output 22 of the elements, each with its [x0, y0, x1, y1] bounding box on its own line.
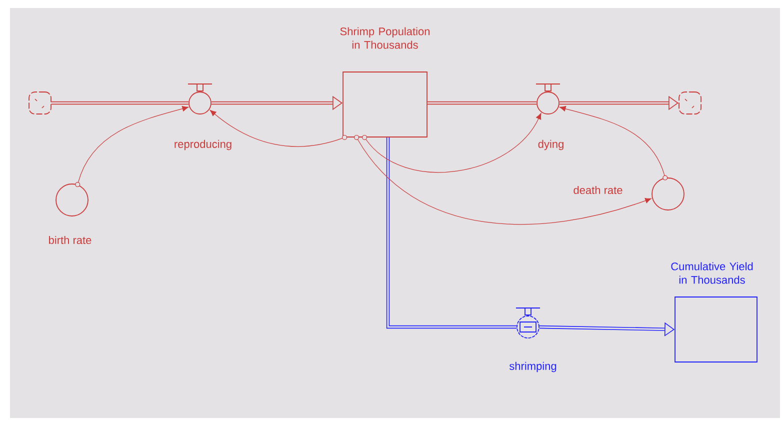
node-label: reproducing [174, 140, 232, 150]
connector-arrow [366, 113, 542, 173]
node-label: dying [538, 140, 564, 150]
connector-arrow [357, 139, 652, 224]
cloud-symbol [28, 92, 52, 114]
flow-valve: dying [536, 84, 564, 150]
stock-box: Shrimp Population in Thousands [340, 27, 430, 140]
connector-arrow [210, 110, 343, 147]
connector-arrow [78, 106, 188, 183]
stock-box: Cumulative Yield in Thousands [671, 262, 758, 362]
node-label: birth rate [49, 236, 92, 244]
flow-valve: shrimping [509, 308, 556, 372]
node-label: shrimping [509, 362, 556, 372]
node-label: Cumulative Yield in Thousands [671, 262, 753, 284]
node-label: Shrimp Population in Thousands [340, 27, 430, 49]
node-label: death rate [574, 186, 622, 194]
flow-pipe [427, 101, 537, 105]
flow-valve: reproducing [174, 84, 232, 150]
cloud-symbol [678, 92, 702, 114]
flow-pipe [386, 137, 517, 329]
flow-pipe [51, 101, 189, 105]
connector-arrow [560, 106, 665, 176]
